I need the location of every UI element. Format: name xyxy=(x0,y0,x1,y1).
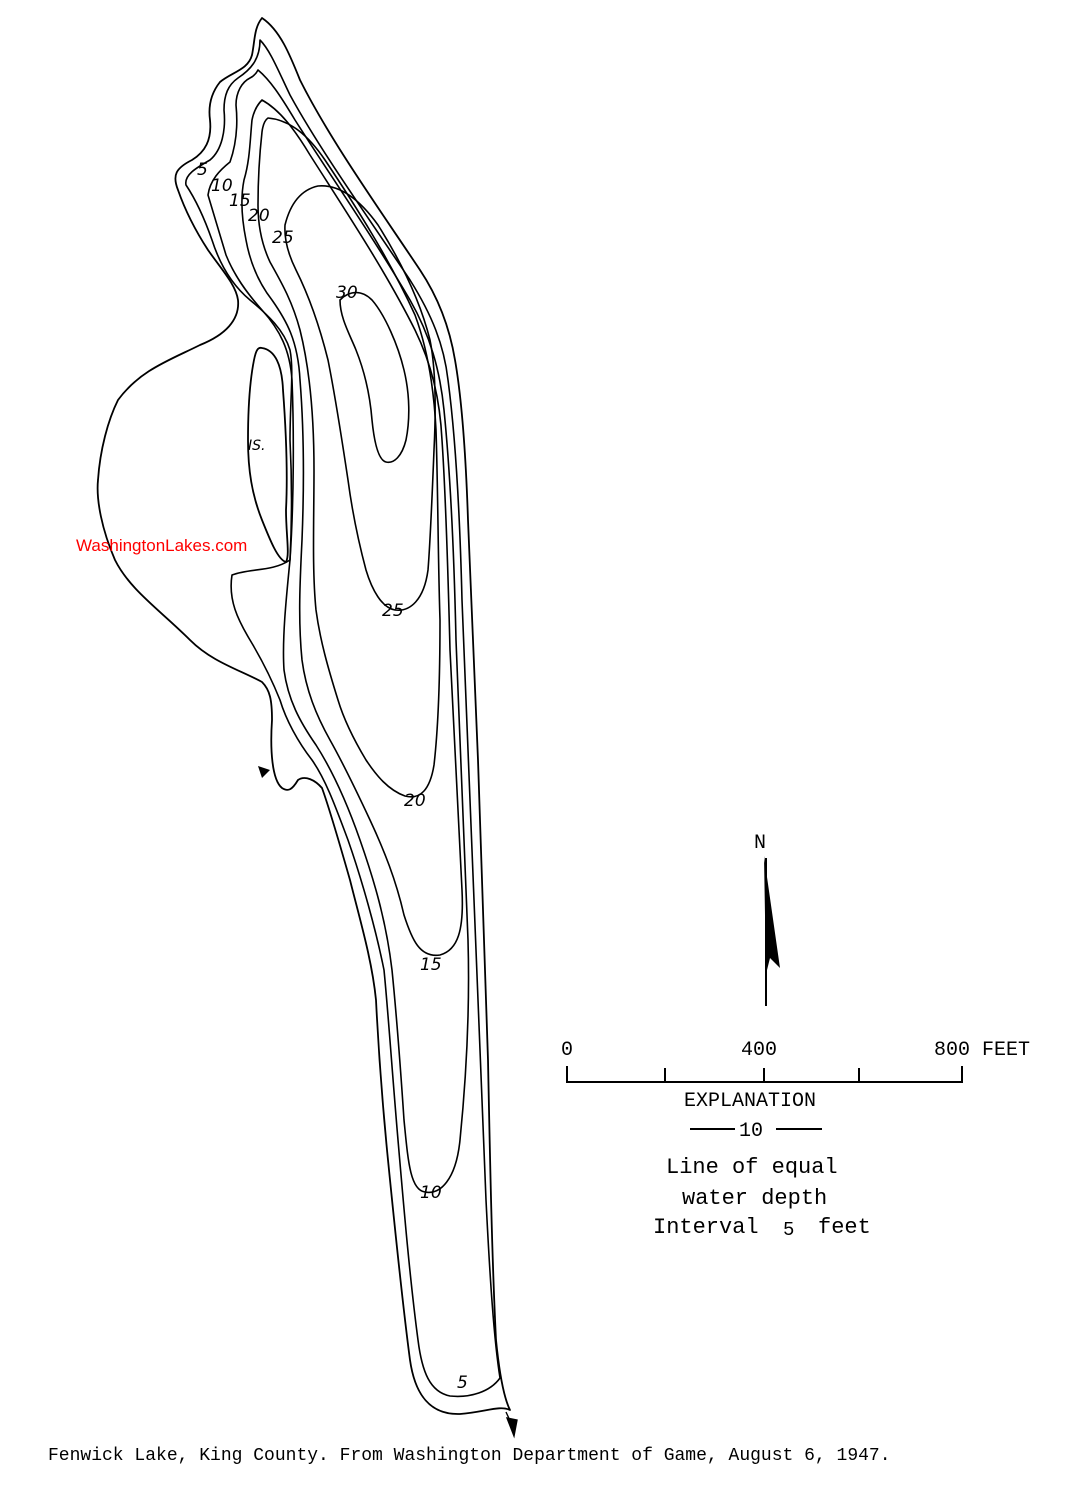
contour-15 xyxy=(241,99,464,957)
depth-label-15-north: 15 xyxy=(229,191,251,211)
legend-line2: water depth xyxy=(682,1186,827,1211)
map-caption: Fenwick Lake, King County. From Washingt… xyxy=(48,1446,891,1466)
depth-label-25-mid: 25 xyxy=(382,601,404,621)
contour-5 xyxy=(185,39,501,1398)
north-label: N xyxy=(754,832,766,855)
contour-20 xyxy=(257,117,441,798)
legend-sample-value: 10 xyxy=(739,1120,763,1143)
depth-label-10-south: 10 xyxy=(420,1183,442,1203)
scale-label-0: 0 xyxy=(561,1039,573,1062)
contour-25 xyxy=(284,185,436,611)
legend-line3-unit: feet xyxy=(818,1215,871,1240)
depth-label-10-north: 10 xyxy=(211,176,233,196)
depth-label-25-north: 25 xyxy=(272,228,294,248)
depth-label-5-south: 5 xyxy=(457,1373,468,1393)
island-label: IS. xyxy=(248,438,265,454)
legend-line3-value: 5 xyxy=(783,1219,794,1241)
north-arrow-icon xyxy=(764,856,780,1006)
depth-label-15-south: 15 xyxy=(420,955,442,975)
depth-label-5-north: 5 xyxy=(197,160,208,180)
scale-label-800-feet: 800 FEET xyxy=(934,1039,1030,1062)
legend-line3-prefix: Interval xyxy=(653,1215,759,1240)
watermark: WashingtonLakes.com xyxy=(76,536,248,555)
scale-bar xyxy=(566,1066,963,1083)
inlet-arrow-icon xyxy=(258,766,270,778)
contour-30 xyxy=(339,291,410,464)
shoreline xyxy=(96,17,511,1415)
contour-10 xyxy=(207,69,470,1194)
depth-label-20-mid: 20 xyxy=(404,791,426,811)
depth-label-20-north: 20 xyxy=(248,206,270,226)
scale-label-400: 400 xyxy=(741,1039,777,1062)
outlet-arrow-icon xyxy=(505,1411,518,1439)
island-outline xyxy=(247,346,289,563)
explanation-title: EXPLANATION xyxy=(684,1090,816,1113)
depth-label-30: 30 xyxy=(336,283,358,303)
legend-line1: Line of equal xyxy=(666,1155,838,1180)
